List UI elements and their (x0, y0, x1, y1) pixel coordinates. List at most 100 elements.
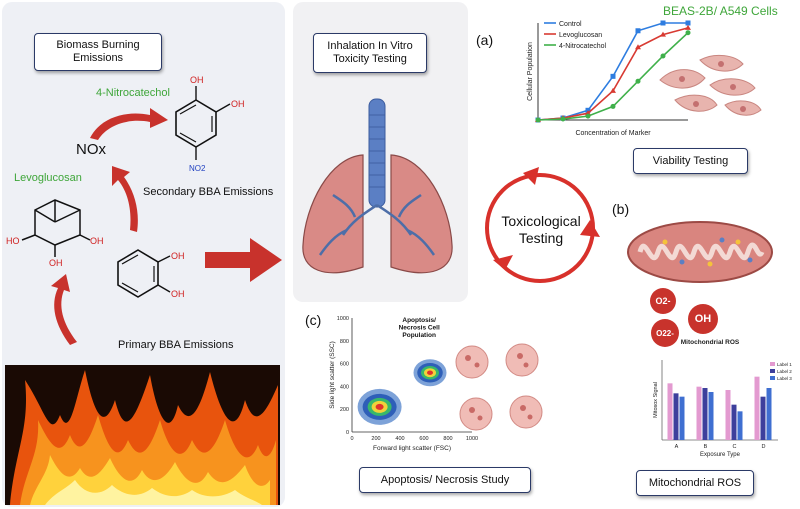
viability-point (685, 20, 691, 26)
apoptosis-necrosis-label: Apoptosis/ Necrosis Study (380, 473, 510, 486)
levo-oh-right: OH (90, 236, 104, 246)
ros-x-tick: C (733, 444, 737, 450)
ros-legend-entry: Label 1 (777, 362, 792, 367)
ros-legend-swatch (770, 362, 775, 366)
ros-bar (667, 383, 673, 440)
ros-bar (708, 392, 714, 440)
ros-legend-swatch (770, 369, 775, 373)
flow-x-tick: 0 (350, 436, 353, 442)
viability-point (635, 28, 641, 34)
panel-c-letter: (c) (305, 312, 322, 328)
viability-point (660, 53, 666, 59)
catechol-oh-1: OH (171, 251, 185, 261)
viability-point (610, 103, 616, 109)
biomass-burning-box: Biomass Burning Emissions (34, 33, 162, 71)
reaction-arrows (51, 108, 282, 345)
viability-point (635, 78, 641, 84)
viability-x-label: Concentration of Marker (575, 130, 651, 137)
nitro-oh-right: OH (231, 99, 245, 109)
cells-title: BEAS-2B/ A549 Cells (663, 4, 778, 18)
toxicological-cycle (485, 167, 600, 283)
trachea (368, 98, 386, 208)
legend-entry: Control (559, 21, 582, 28)
flow-cluster-title-line: Population (402, 332, 436, 339)
ros-o22-label: O22- (656, 328, 674, 338)
viability-testing-box: Viability Testing (633, 148, 748, 174)
levoglucosan-label: Levoglucosan (14, 172, 82, 184)
flow-y-tick: 200 (340, 407, 349, 413)
flow-cluster-density (375, 403, 384, 410)
ros-x-tick: A (675, 444, 679, 450)
levo-ho: HO (6, 236, 20, 246)
flow-x-tick: 400 (395, 436, 404, 442)
viability-point (685, 30, 691, 36)
right-lung (390, 154, 453, 274)
ros-oh-bubble: OH (688, 304, 718, 334)
nox-label: NOx (76, 141, 106, 158)
flow-y-label: Side light scatter (SSC) (329, 341, 336, 409)
ros-bar (679, 396, 685, 440)
toxicological-testing-label: Toxicological Testing (501, 213, 581, 246)
flow-y-tick: 0 (346, 430, 349, 436)
ros-o2-bubble: O2- (650, 288, 676, 314)
ros-bar (760, 396, 766, 440)
nitrocatechol-ring (175, 99, 217, 148)
lungs-illustration (302, 98, 453, 274)
ros-legend-entry: Label 3 (777, 376, 792, 381)
ros-bar (731, 404, 737, 440)
viability-y-label: Cellular Population (527, 42, 534, 101)
ros-chart-title: Mitochondrial ROS (681, 339, 740, 346)
levo-oh-bottom: OH (49, 258, 63, 268)
mitochondrion-illustration (627, 221, 773, 283)
ros-legend-swatch (770, 376, 775, 380)
arrow-nox-to-nitro (90, 108, 168, 140)
legend-entry: 4-Nitrocatechol (559, 43, 607, 50)
arrow-up-primary (51, 274, 77, 345)
nitro-no2: NO2 (189, 164, 206, 173)
ros-y-label: Mitosox Signal (653, 382, 659, 418)
bronchi (318, 193, 436, 256)
flow-y-tick: 600 (340, 362, 349, 368)
catechol-ring (117, 249, 159, 298)
left-lung (302, 154, 364, 274)
viability-point (585, 113, 591, 119)
ros-x-tick: B (704, 444, 708, 450)
primary-bba-label: Primary BBA Emissions (118, 339, 234, 351)
ros-x-label: Exposure Type (700, 452, 741, 458)
secondary-bba-label: Secondary BBA Emissions (143, 186, 274, 198)
levoglucosan-structure (21, 199, 91, 257)
flow-y-tick: 400 (340, 384, 349, 390)
viability-point (610, 73, 616, 79)
legend-entry: Levoglucosan (559, 32, 602, 39)
ros-bar (737, 411, 743, 440)
ros-o22-bubble: O22- (651, 319, 679, 347)
arrow-to-lungs (205, 238, 282, 282)
ros-bar (673, 393, 679, 440)
panel-a-letter: (a) (476, 32, 494, 48)
viability-point (685, 24, 691, 30)
mitochondrial-ros-box: Mitochondrial ROS (636, 470, 754, 496)
ros-bar (766, 388, 772, 440)
panel-b-letter: (b) (612, 201, 630, 217)
ros-bar (725, 390, 731, 440)
mitochondrial-ros-label: Mitochondrial ROS (648, 476, 742, 489)
nitro-oh-top: OH (190, 75, 204, 85)
inhalation-testing-label: Inhalation In Vitro Toxicity Testing (327, 40, 413, 65)
flow-x-tick: 200 (371, 436, 380, 442)
viability-point (610, 87, 616, 93)
flow-cluster-title-line: Apoptosis/ (402, 317, 436, 324)
flow-y-tick: 1000 (337, 316, 349, 322)
viability-point (585, 110, 591, 116)
flow-x-label: Forward light scatter (FSC) (373, 445, 451, 452)
apoptosis-necrosis-box: Apoptosis/ Necrosis Study (359, 467, 531, 493)
catechol-oh-2: OH (171, 289, 185, 299)
flow-y-tick: 800 (340, 339, 349, 345)
flow-x-tick: 800 (443, 436, 452, 442)
flames-image (5, 365, 280, 505)
viability-point (560, 116, 566, 122)
viability-point (535, 117, 541, 123)
